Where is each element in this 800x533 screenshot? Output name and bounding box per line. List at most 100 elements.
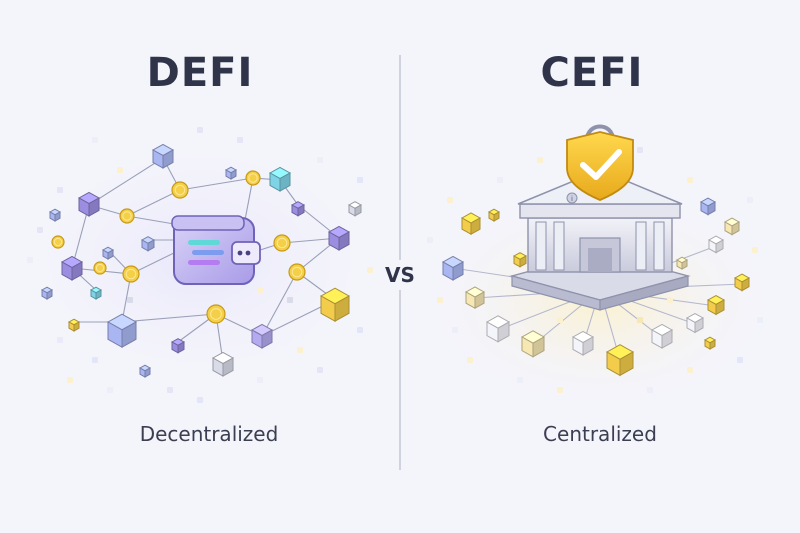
cube-icon [48,208,62,222]
bg-dot [647,387,653,393]
cefi-caption: Centralized [543,422,657,446]
bg-dot [127,297,133,303]
cube-icon [703,336,717,350]
bg-dot [167,387,173,393]
coin-icon [51,235,65,249]
bg-dot [107,387,113,393]
bg-dot [357,177,363,183]
cube-icon [250,323,274,349]
vs-label: VS [380,260,420,290]
bg-dot [37,227,43,233]
cefi-title: CEFI [540,50,644,96]
cube-icon [268,166,292,192]
defi-network [27,127,373,403]
bg-dot [287,297,293,303]
cube-icon [487,208,501,222]
defi-caption: Decentralized [139,422,279,446]
bg-dot [497,177,503,183]
network-link [179,177,254,191]
cube-icon [605,344,635,377]
bg-dot [117,167,123,173]
bg-dot [557,387,563,393]
cube-icon [106,313,138,349]
cube-icon [347,201,363,217]
bg-dot [92,357,98,363]
bg-dot [67,377,73,383]
cube-icon [319,287,351,323]
bg-dot [237,137,243,143]
cube-icon [699,197,717,216]
vs-text: VS [385,263,415,287]
bg-dot [357,327,363,333]
bg-dot [557,317,563,323]
cube-icon [460,212,482,236]
bg-dot [57,337,63,343]
bg-dot [197,397,203,403]
wallet-icon [171,215,261,285]
svg-text:i: i [571,195,573,203]
bg-dot [427,237,433,243]
bg-dot [637,317,643,323]
network-link [126,189,181,217]
defi-title: DEFI [146,50,254,96]
cube-icon [77,191,101,217]
cube-icon [40,286,54,300]
bg-dot [297,347,303,353]
cube-icon [675,256,689,270]
bg-dot [317,157,323,163]
cube-icon [224,166,238,180]
bg-dot [757,317,763,323]
bg-dot [747,197,753,203]
coin-icon [273,234,291,252]
cube-icon [723,217,741,236]
bg-dot [752,247,758,253]
coin-icon [206,304,226,324]
bg-dot [687,367,693,373]
network-link [130,249,181,275]
cube-icon [138,364,152,378]
shield-check-icon [566,124,634,201]
bg-dot [737,357,743,363]
cube-icon [706,294,726,316]
bg-dot [517,377,523,383]
cube-icon [89,286,103,300]
bg-dot [437,297,443,303]
bg-dot [447,197,453,203]
cube-icon [512,252,528,268]
bg-dot [537,157,543,163]
bg-dot [637,147,643,153]
coin-icon [119,208,135,224]
bg-dot [367,267,373,273]
cube-icon [685,312,705,334]
bg-dot [257,377,263,383]
cube-icon [170,338,186,354]
coin-icon [245,170,261,186]
bg-dot [57,187,63,193]
bg-dot [467,357,473,363]
network-link [121,313,217,323]
coin-icon [288,263,306,281]
bg-dot [257,287,263,293]
cube-icon [571,330,595,356]
coin-icon [122,265,140,283]
network-link [88,157,164,206]
bg-dot [687,177,693,183]
coin-icon [171,181,189,199]
cube-icon [151,143,175,169]
bg-dot [452,327,458,333]
cube-icon [464,286,486,310]
cube-icon [140,236,156,252]
cube-icon [290,201,306,217]
cube-icon [211,351,235,377]
network-link [126,215,181,226]
cube-icon [707,235,725,254]
coin-icon [93,261,107,275]
cube-icon [101,246,115,260]
cube-icon [327,225,351,251]
cube-icon [650,323,674,349]
bg-dot [317,367,323,373]
cube-icon [485,315,511,343]
cube-icon [441,255,465,281]
